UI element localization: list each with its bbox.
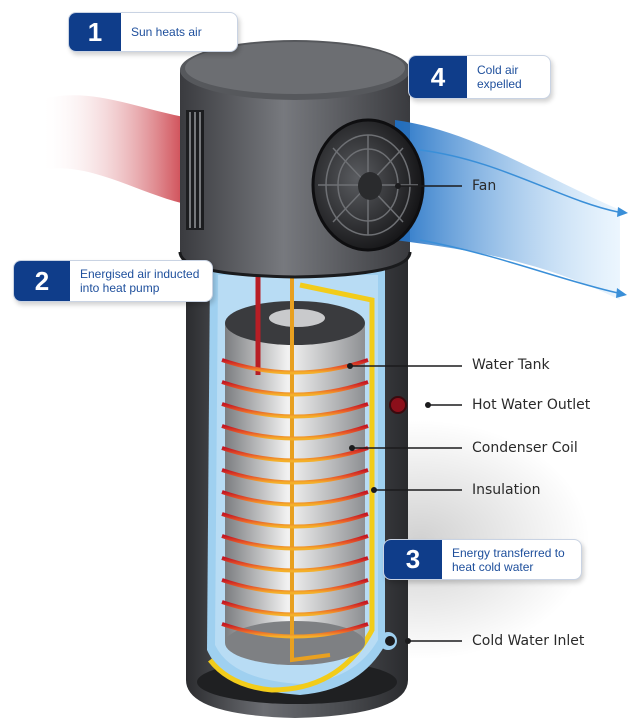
leader-dot-insulation	[371, 487, 377, 493]
step-1-number: 1	[69, 13, 121, 51]
condenser-coil	[221, 358, 369, 639]
air-intake-grille	[186, 110, 204, 230]
step-2-text: Energised air inducted into heat pump	[80, 267, 200, 295]
step-2-callout: 2 Energised air inducted into heat pump	[13, 260, 213, 302]
refrigerant-pipe-gold	[290, 268, 331, 663]
step-4-callout: 4 Cold air expelled	[408, 55, 551, 99]
air-arrowhead-upper	[617, 207, 628, 217]
label-fan: Fan	[472, 178, 497, 194]
leader-dot-cold-water-inlet	[405, 638, 411, 644]
air-arrow-lower	[419, 239, 619, 294]
step-1-text: Sun heats air	[131, 25, 202, 39]
air-arrow-upper	[419, 149, 619, 213]
leader-dot-hot-water-outlet	[425, 402, 431, 408]
label-insulation: Insulation	[472, 482, 541, 498]
warm-air-stream	[40, 95, 190, 205]
hot-water-outlet-port	[389, 396, 407, 414]
label-cold-water-inlet: Cold Water Inlet	[472, 633, 585, 649]
step-1-callout: 1 Sun heats air	[68, 12, 238, 52]
label-hot-water-outlet: Hot Water Outlet	[472, 397, 591, 413]
step-3-callout: 3 Energy transferred to heat cold water	[383, 539, 582, 580]
step-3-number: 3	[384, 540, 442, 579]
leader-dot-fan	[395, 183, 401, 189]
leader-dot-water-tank	[347, 363, 353, 369]
leader-dot-condenser-coil	[349, 445, 355, 451]
label-water-tank: Water Tank	[472, 357, 550, 373]
step-3-text: Energy transferred to heat cold water	[452, 545, 565, 574]
step-2-number: 2	[14, 261, 70, 301]
label-condenser-coil: Condenser Coil	[472, 440, 578, 456]
step-4-number: 4	[409, 56, 467, 98]
air-arrowhead-lower	[616, 288, 627, 298]
cold-water-inlet-port-core	[385, 636, 395, 646]
step-4-text: Cold air expelled	[477, 63, 522, 91]
cold-air-stream	[395, 120, 620, 300]
fan	[311, 118, 425, 252]
